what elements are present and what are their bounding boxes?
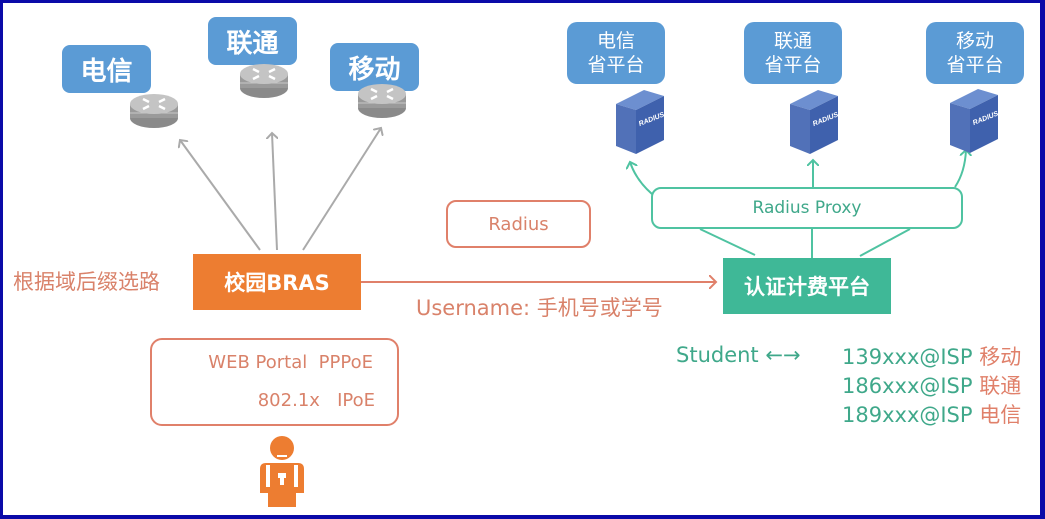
- arrow-bras-to-liantong: [272, 133, 277, 251]
- username-label: Username: 手机号或学号: [416, 296, 663, 320]
- arrow-bras-to-dianxin: [180, 140, 261, 251]
- student-mapping-label: Student ←→: [676, 343, 801, 367]
- arrow-proxy-to-dianxin: [630, 162, 653, 195]
- account-row: 189xxx@ISP 电信: [842, 401, 1021, 430]
- platform-type: 省平台: [587, 54, 645, 76]
- radius-protocol-label: Radius: [446, 200, 591, 248]
- account-row: 139xxx@ISP 移动: [842, 343, 1021, 372]
- access-methods-row-2: 802.1x IPoE: [257, 390, 375, 411]
- account-row: 186xxx@ISP 联通: [842, 372, 1021, 401]
- student-accounts-list: 139xxx@ISP 移动 186xxx@ISP 联通 189xxx@ISP 电…: [842, 343, 1021, 430]
- platform-type: 省平台: [946, 54, 1004, 76]
- arrow-proxy-to-yidong: [954, 150, 966, 188]
- account-isp: 移动: [979, 345, 1022, 369]
- isp-tag-dianxin: 电信: [62, 45, 151, 93]
- line-auth-to-proxy-left: [699, 228, 756, 256]
- provincial-platform-liantong: 联通 省平台: [744, 22, 842, 84]
- user-icon: [260, 436, 304, 507]
- router-icon: [240, 64, 288, 98]
- access-methods-row-1: WEB Portal PPPoE: [208, 352, 373, 373]
- radius-server-icon: RADIUS: [616, 90, 666, 154]
- route-by-suffix-label: 根据域后缀选路: [13, 270, 160, 294]
- radius-server-icon: RADIUS: [790, 90, 840, 154]
- account-id: 139xxx@ISP: [842, 345, 973, 369]
- access-methods-box: WEB Portal PPPoE 802.1x IPoE: [150, 338, 399, 426]
- router-icon: [358, 84, 406, 118]
- platform-name: 联通: [773, 30, 812, 52]
- platform-type: 省平台: [764, 54, 822, 76]
- platform-name: 电信: [596, 30, 635, 52]
- isp-tag-yidong: 移动: [330, 43, 419, 91]
- auth-billing-platform-node: 认证计费平台: [723, 258, 891, 314]
- arrow-bras-to-yidong: [302, 128, 381, 251]
- account-isp: 联通: [979, 374, 1022, 398]
- radius-proxy-node: Radius Proxy: [651, 187, 963, 229]
- radius-server-icon: RADIUS: [950, 89, 1000, 153]
- line-auth-to-proxy-right: [859, 228, 911, 257]
- account-id: 186xxx@ISP: [842, 374, 973, 398]
- campus-bras-node: 校园BRAS: [193, 254, 361, 310]
- platform-name: 移动: [955, 30, 994, 52]
- account-id: 189xxx@ISP: [842, 403, 973, 427]
- provincial-platform-dianxin: 电信 省平台: [567, 22, 665, 84]
- account-isp: 电信: [979, 403, 1022, 427]
- isp-tag-liantong: 联通: [208, 17, 297, 65]
- provincial-platform-yidong: 移动 省平台: [926, 22, 1024, 84]
- router-icon: [130, 94, 178, 128]
